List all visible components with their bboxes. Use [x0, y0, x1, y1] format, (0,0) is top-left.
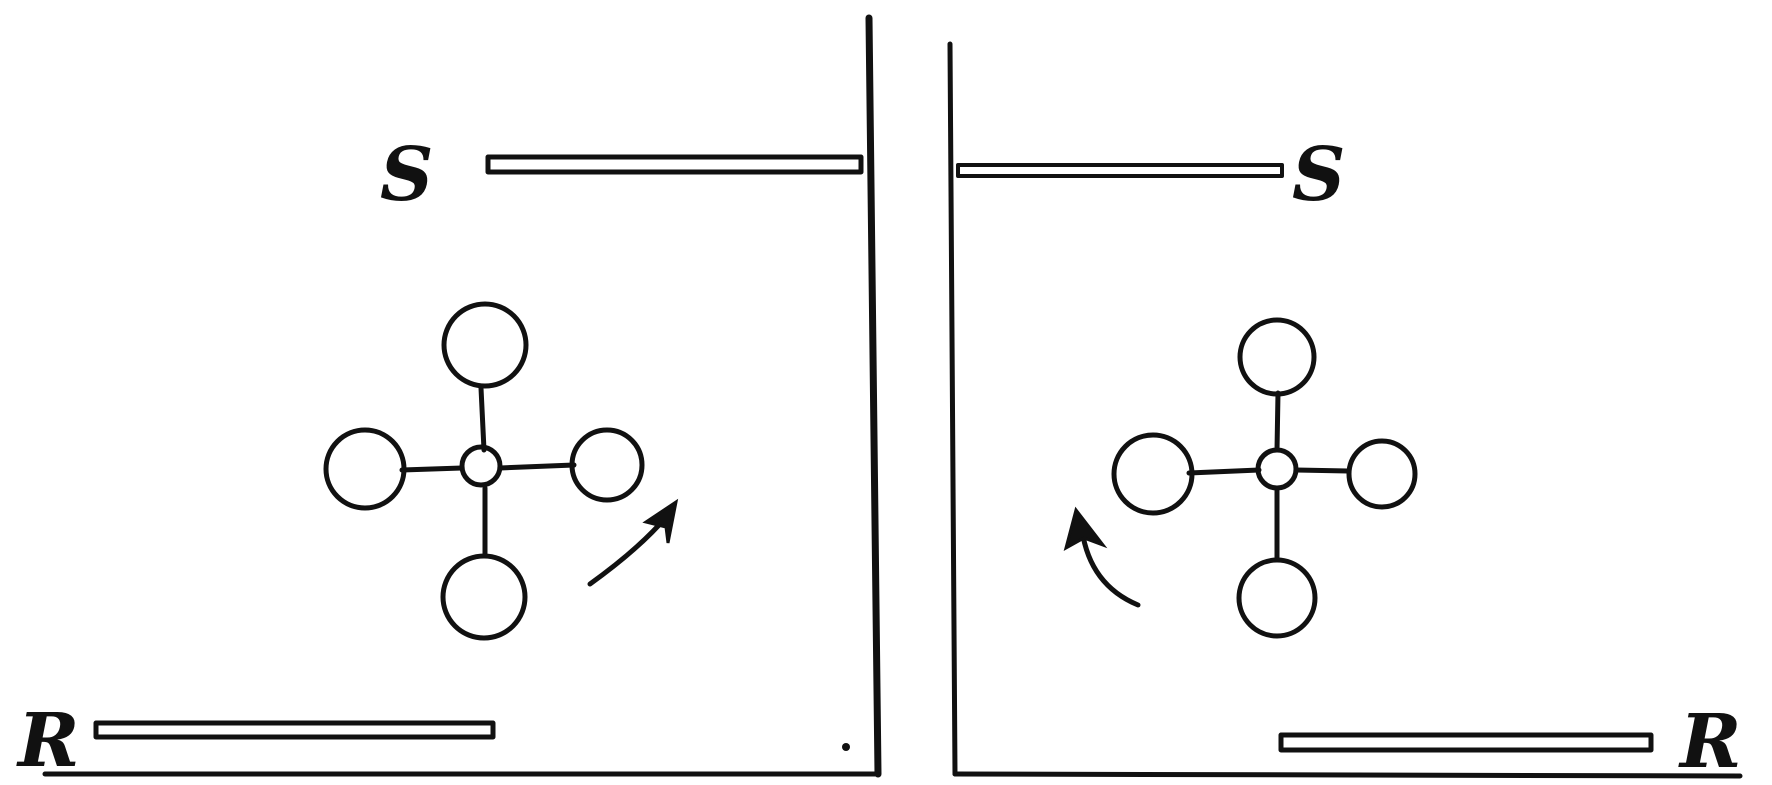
- left-rotation-arrow: [587, 498, 679, 587]
- right-panel-floor: [952, 771, 1743, 779]
- right-vane-top: [1237, 317, 1317, 397]
- right-plate-s: [956, 163, 1284, 178]
- right-label-r: R: [1678, 699, 1742, 785]
- left-plate-s: [485, 154, 864, 175]
- left-vane-top: [441, 301, 529, 389]
- left-rotor: [323, 301, 645, 641]
- right-panel: S R: [947, 41, 1743, 785]
- left-plate-r: [93, 720, 496, 740]
- right-plate-r: [1278, 732, 1654, 753]
- left-label-r: R: [16, 698, 80, 784]
- left-vane-left: [323, 427, 407, 511]
- left-vane-right: [569, 427, 645, 503]
- left-panel: S R: [16, 14, 882, 784]
- right-vane-bottom: [1236, 557, 1318, 639]
- left-rotor-hub: [459, 444, 503, 488]
- left-vane-bottom: [440, 553, 528, 641]
- right-rotor-hub: [1255, 447, 1299, 491]
- right-vane-left: [1111, 432, 1195, 516]
- left-panel-wall: [865, 14, 882, 778]
- right-panel-wall: [947, 41, 958, 777]
- right-label-s: S: [1292, 132, 1345, 218]
- right-rotor: [1111, 317, 1418, 639]
- right-vane-right: [1346, 438, 1418, 510]
- right-rotation-arrow: [1063, 506, 1141, 608]
- ink-speck: [842, 743, 850, 751]
- left-label-s: S: [380, 132, 433, 218]
